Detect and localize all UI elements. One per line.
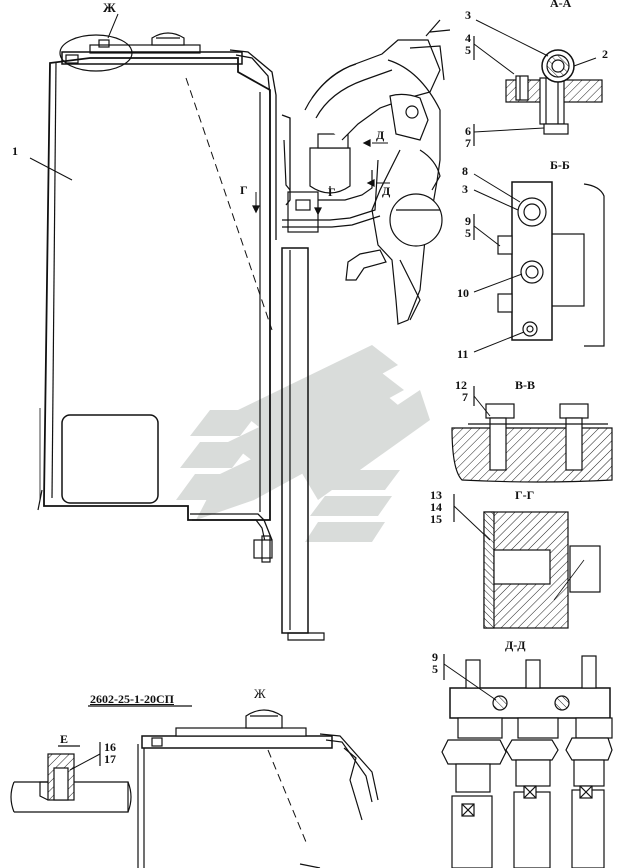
section-g-arrow-label-left: Г xyxy=(240,183,248,197)
section-aa-label: 6 xyxy=(465,124,471,138)
section-aa-graphic xyxy=(473,19,603,146)
section-vv-label: 7 xyxy=(462,390,468,404)
section-bb-label: 11 xyxy=(457,347,469,361)
section-gg-label: 15 xyxy=(430,512,442,526)
section-aa-label: 7 xyxy=(465,136,471,150)
section-bb-label: 10 xyxy=(457,286,469,300)
document-number: 2602-25-1-20СП xyxy=(90,692,174,706)
detail-e-label: 16 xyxy=(104,740,116,754)
section-aa-title: А-А xyxy=(550,0,572,10)
section-bb-label: 8 xyxy=(462,164,468,178)
section-dd-title: Д-Д xyxy=(505,638,526,652)
section-g-arrow-label-mid: Г xyxy=(328,185,336,199)
section-vv-label: 12 xyxy=(455,378,467,392)
section-bb-title: Б-Б xyxy=(550,158,570,172)
view-zh-graphic xyxy=(137,709,379,868)
section-gg-label: 14 xyxy=(430,500,442,514)
detail-e-graphic xyxy=(10,705,192,813)
section-vv-graphic xyxy=(451,386,613,483)
detail-e-label: 17 xyxy=(104,752,116,766)
section-bb-graphic xyxy=(473,173,605,353)
callout-1: 1 xyxy=(12,144,18,158)
section-bb-label: 3 xyxy=(462,182,468,196)
section-dd-label: 9 xyxy=(432,650,438,664)
section-gg-title: Г-Г xyxy=(515,488,535,502)
section-aa-label: 5 xyxy=(465,43,471,57)
section-dd-label: 5 xyxy=(432,662,438,676)
section-bb-label: 9 xyxy=(465,214,471,228)
section-d-arrow-label-low: Д xyxy=(382,184,391,198)
view-zh-marker: Ж xyxy=(103,0,116,15)
watermark-logo xyxy=(176,345,430,542)
section-aa-label: 4 xyxy=(465,31,471,45)
section-bb-label: 5 xyxy=(465,226,471,240)
detail-e-title: Е xyxy=(60,732,69,746)
section-aa-label: 2 xyxy=(602,47,608,61)
section-dd-graphic xyxy=(441,654,613,868)
main-assembly-view xyxy=(29,13,451,641)
section-gg-label: 13 xyxy=(430,488,442,502)
section-aa-label: 3 xyxy=(465,8,471,22)
section-vv-title: В-В xyxy=(515,378,536,392)
section-d-arrow-label-top: Д xyxy=(376,128,385,142)
section-gg-graphic xyxy=(453,494,601,629)
view-zh-title: Ж xyxy=(254,686,266,701)
